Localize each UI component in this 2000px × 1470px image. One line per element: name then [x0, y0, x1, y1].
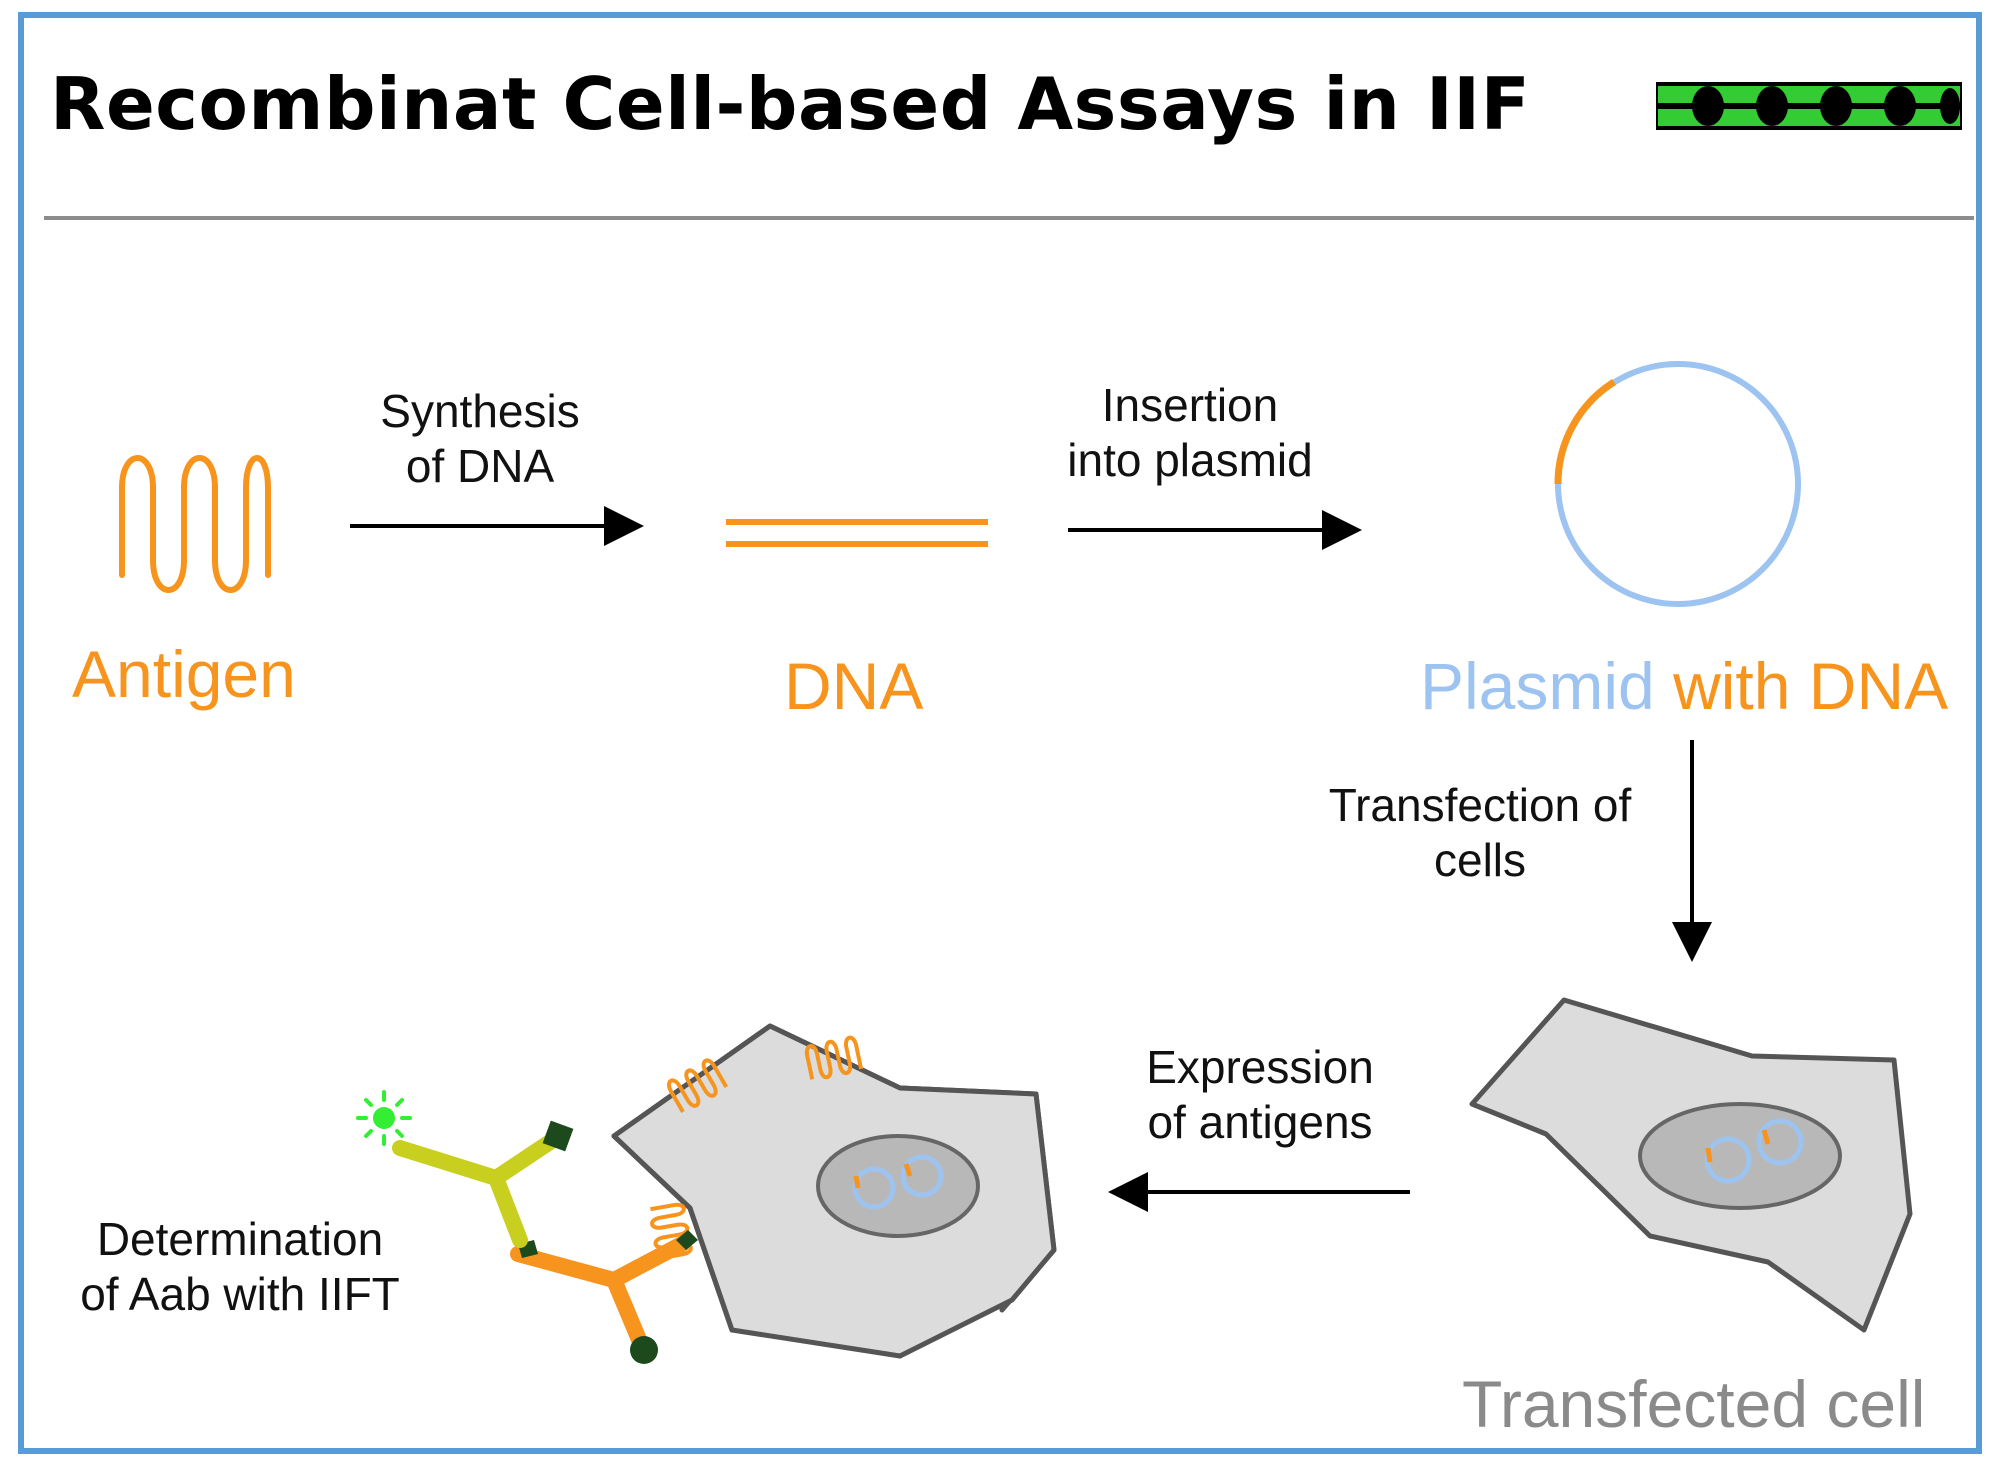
- determination-label-line2: of Aab with IIFT: [80, 1268, 400, 1321]
- transfection-label-line2: cells: [1433, 834, 1527, 887]
- plasmid-with-dna-label: Plasmid with DNA: [1420, 648, 1948, 724]
- synthesis-label: Synthesis of DNA: [330, 384, 630, 494]
- transfection-label: Transfection of cells: [1290, 778, 1670, 888]
- dna-label: DNA: [784, 649, 924, 723]
- with-dna-label-part: with DNA: [1673, 649, 1949, 723]
- cell-strip-icon: [1656, 82, 1962, 130]
- slide-title: Recombinat Cell-based Assays in IIF: [50, 62, 1531, 146]
- insertion-label: Insertion into plasmid: [1040, 378, 1340, 488]
- expressing-cell-icon: [611, 1023, 1057, 1359]
- insertion-label-line1: Insertion: [1101, 379, 1279, 431]
- expression-label-line2: of antigens: [1147, 1096, 1373, 1149]
- synthesis-label-line1: Synthesis: [380, 385, 580, 437]
- transfected-cell-label: Transfected cell: [1462, 1367, 1926, 1441]
- secondary-antibody-icon: [392, 1120, 574, 1248]
- determination-label-line1: Determination: [96, 1213, 384, 1265]
- transfection-label-line1: Transfection of: [1328, 779, 1632, 831]
- plasmid-label-part: Plasmid: [1420, 649, 1655, 723]
- determination-label: Determination of Aab with IIFT: [50, 1212, 430, 1322]
- membrane-antigen-icon: [804, 1035, 864, 1080]
- plasmid-icon: [1554, 361, 1801, 607]
- antigen-squiggle-icon: [119, 455, 271, 593]
- transfected-cell-icon: [1469, 997, 1913, 1333]
- membrane-antigen-icon: [666, 1058, 729, 1113]
- fluorescent-label-icon: [356, 1090, 412, 1146]
- dna-double-strand-icon: [726, 519, 988, 547]
- synthesis-label-line2: of DNA: [405, 440, 555, 493]
- primary-antibody-icon: [510, 1230, 698, 1364]
- title-divider: [44, 216, 1974, 220]
- expression-label: Expression of antigens: [1110, 1040, 1410, 1150]
- expression-label-line1: Expression: [1146, 1041, 1374, 1093]
- insertion-label-line2: into plasmid: [1067, 434, 1313, 487]
- antigen-label: Antigen: [72, 637, 296, 711]
